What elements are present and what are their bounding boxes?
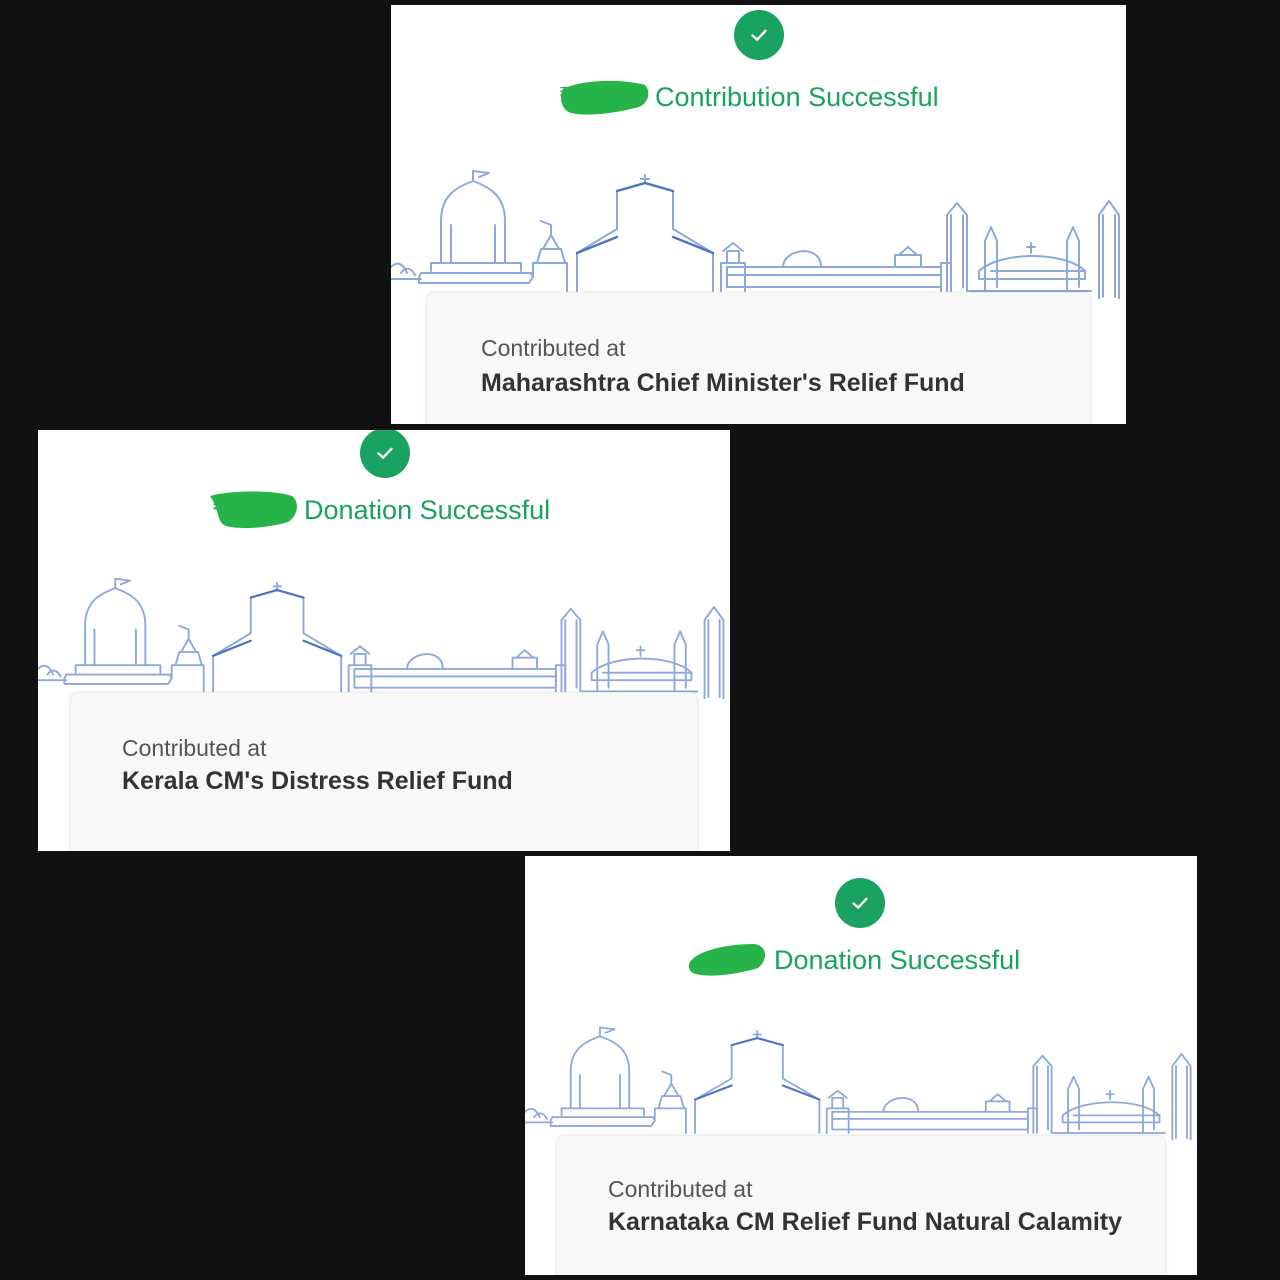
status-line: Donation Successful: [688, 940, 1020, 980]
fund-card: Contributed at Kerala CM's Distress Reli…: [70, 692, 698, 851]
redaction-scribble: [210, 491, 297, 529]
contributed-at-label: Contributed at: [122, 735, 267, 761]
skyline-illustration: [391, 170, 1120, 299]
redacted-amount: ₹: [206, 490, 300, 530]
status-line: ₹ Contribution Successful: [553, 77, 939, 117]
contributed-at-label: Contributed at: [481, 335, 626, 361]
fund-card: Contributed at Karnataka CM Relief Fund …: [556, 1135, 1166, 1275]
redaction-scribble: [561, 80, 649, 115]
skyline-illustration: [525, 1026, 1192, 1140]
fund-name: Karnataka CM Relief Fund Natural Calamit…: [608, 1208, 1123, 1236]
fund-name: Kerala CM's Distress Relief Fund: [122, 767, 513, 795]
redaction-scribble: [688, 944, 766, 976]
contributed-at-label: Contributed at: [608, 1176, 753, 1202]
receipt-screenshot-2: ₹ Donation Successful Contributed at Ker…: [38, 430, 730, 851]
status-title: Contribution Successful: [655, 81, 939, 112]
check-icon: [360, 430, 410, 478]
receipt-screenshot-3: Donation Successful Contributed at Karna…: [525, 856, 1197, 1275]
skyline-illustration: [38, 577, 725, 699]
status-title: Donation Successful: [774, 944, 1021, 975]
redacted-amount: [688, 940, 770, 980]
check-icon: [835, 878, 885, 928]
fund-name: Maharashtra Chief Minister's Relief Fund: [481, 369, 965, 397]
status-line: ₹ Donation Successful: [206, 490, 550, 530]
receipt-screenshot-1: ₹ Contribution Successful Contributed at…: [391, 5, 1126, 424]
status-title: Donation Successful: [304, 494, 551, 525]
fund-card: Contributed at Maharashtra Chief Ministe…: [426, 292, 1091, 424]
redacted-amount: ₹: [553, 77, 651, 117]
check-icon: [734, 10, 784, 60]
